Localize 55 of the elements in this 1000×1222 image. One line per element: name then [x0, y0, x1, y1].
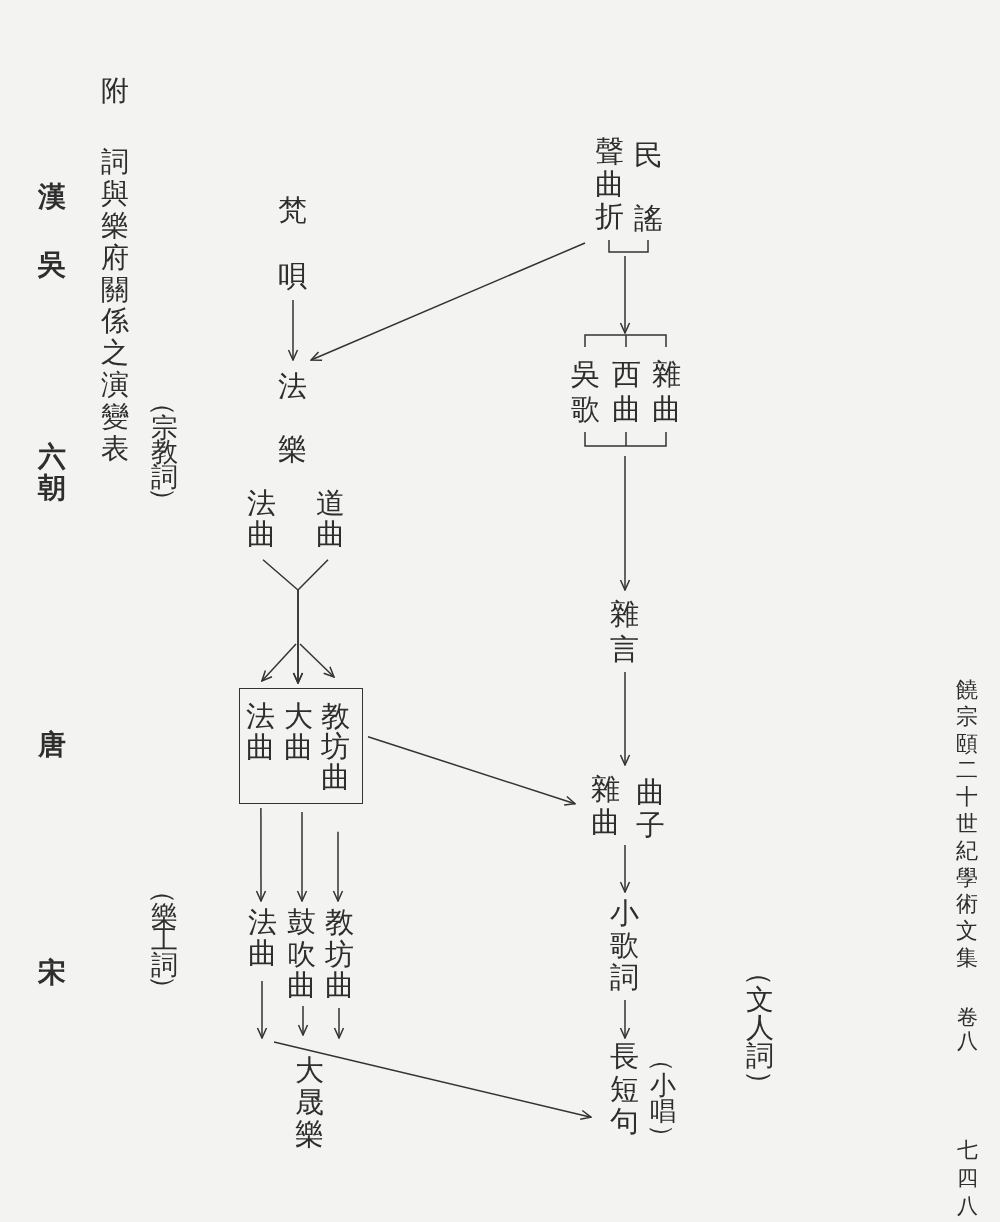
- arrow: [619, 844, 631, 893]
- arrow: [333, 1007, 345, 1039]
- note-label: （小唱）: [650, 1046, 676, 1150]
- node-label: 雜言: [609, 600, 639, 664]
- node-label: 長短句: [609, 1042, 639, 1136]
- category-label: （樂工詞）: [151, 877, 178, 1002]
- era-label: 六朝: [38, 443, 66, 502]
- node-label: 法樂: [277, 372, 308, 464]
- bracket-group: [569, 334, 683, 448]
- arrow: [619, 671, 631, 766]
- grouped-box: [239, 688, 363, 804]
- node-label: 吳歌: [570, 360, 600, 424]
- era-label: 漢: [38, 183, 66, 211]
- node-label: 教坊曲: [325, 908, 354, 1000]
- node-label: 法曲: [246, 489, 276, 549]
- node-label: 大晟樂: [294, 1056, 324, 1149]
- node-label: 道曲: [315, 489, 345, 549]
- arrow: [287, 299, 299, 361]
- arrow: [310, 242, 586, 361]
- category-label: （文人詞）: [746, 958, 774, 1098]
- node-label: 曲子: [635, 778, 665, 840]
- volume-label: 卷八: [957, 1007, 978, 1052]
- diagram-title: 詞與樂府關係之演變表: [101, 148, 129, 463]
- arrow: [297, 1005, 309, 1036]
- arrow: [619, 999, 631, 1039]
- era-label: 唐: [38, 731, 66, 759]
- arrow: [367, 735, 576, 806]
- arrow: [619, 255, 631, 334]
- arrow: [255, 807, 267, 902]
- arrow: [619, 455, 631, 591]
- node-label: 大曲: [283, 701, 313, 762]
- bracket-group: [592, 137, 665, 253]
- node-label: 法曲: [248, 908, 276, 968]
- era-label: 吳: [38, 251, 66, 279]
- node-label: 法曲: [245, 701, 275, 762]
- arrow: [296, 811, 308, 902]
- branching-arrow: [261, 643, 335, 682]
- page-number: 七四八: [957, 1140, 978, 1217]
- node-label: 小歌詞: [609, 899, 639, 992]
- arrow: [292, 559, 329, 684]
- node-label: 教坊曲: [320, 701, 351, 792]
- node-label: 鼓吹曲: [287, 908, 316, 1000]
- arrow: [256, 980, 268, 1039]
- title-prefix: 附: [101, 77, 129, 105]
- category-label: （宗教詞）: [151, 389, 178, 514]
- node-label: 民謠: [633, 141, 663, 233]
- arrow: [273, 1041, 592, 1120]
- era-label: 宋: [38, 959, 66, 987]
- node-label: 西曲: [611, 360, 641, 424]
- node-label: 梵唄: [277, 196, 308, 291]
- node-label: 雜曲: [590, 775, 620, 837]
- arrow: [332, 831, 344, 902]
- running-header: 饒宗頤二十世紀學術文集: [956, 679, 978, 969]
- node-label: 雜曲: [651, 360, 681, 424]
- node-label: 聲曲折: [594, 137, 624, 231]
